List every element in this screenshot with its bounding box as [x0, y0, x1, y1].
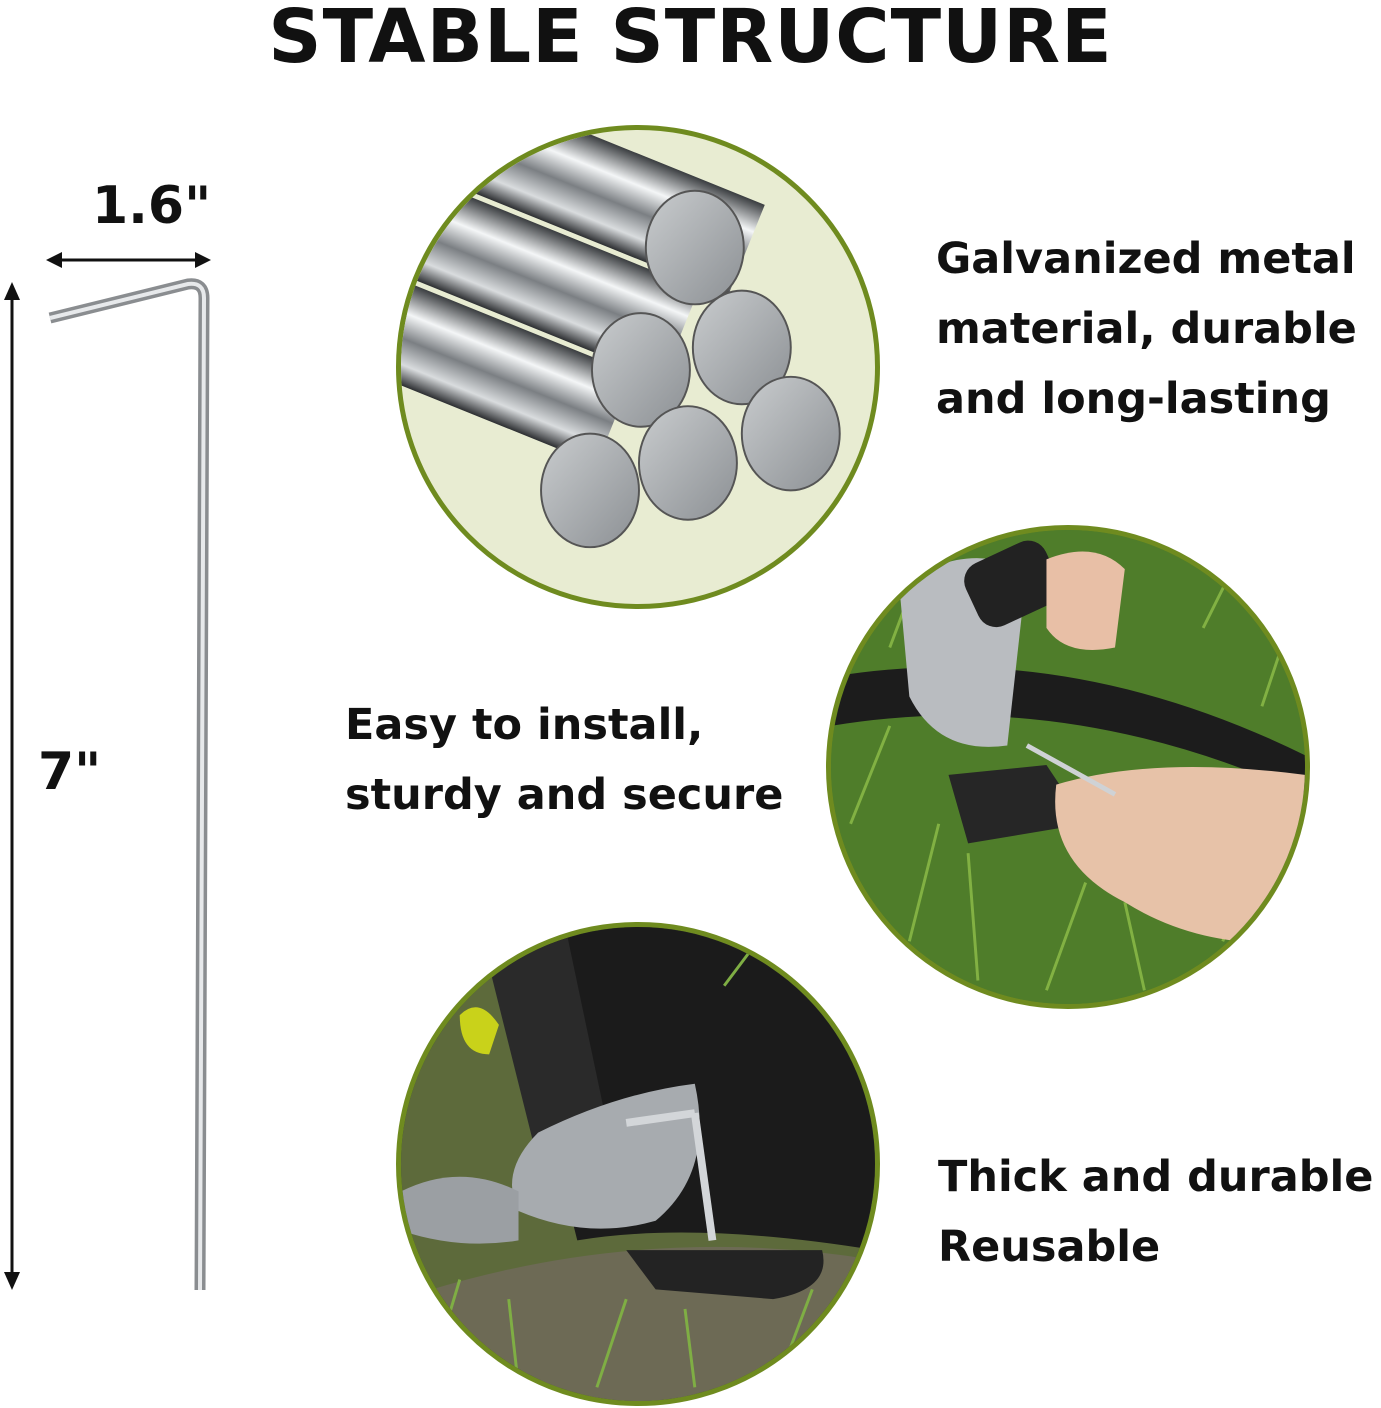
feature-line: and long-lasting — [936, 374, 1331, 424]
feature-text-install: Easy to install, sturdy and secure — [345, 690, 783, 830]
metal-rods-image — [396, 125, 880, 609]
feature-line: Reusable — [938, 1222, 1161, 1272]
arrow-horizontal-icon — [46, 252, 211, 268]
feature-text-galvanized: Galvanized metal material, durable and l… — [936, 224, 1357, 434]
feature-line: Easy to install, — [345, 700, 704, 750]
page-title: STABLE STRUCTURE — [268, 0, 1113, 80]
feature-line: Galvanized metal — [936, 234, 1356, 284]
arrow-vertical-icon — [4, 282, 20, 1290]
feature-line: Thick and durable — [938, 1152, 1374, 1202]
feature-text-durable: Thick and durable Reusable — [938, 1142, 1373, 1282]
height-dimension-label: 7" — [38, 742, 102, 802]
feature-line: material, durable — [936, 304, 1357, 354]
feature-line: sturdy and secure — [345, 770, 784, 820]
install-photo-image — [826, 525, 1310, 1009]
stake-pin-icon — [4, 252, 211, 1291]
width-dimension-label: 1.6" — [92, 176, 212, 236]
hammer-photo-image — [396, 922, 880, 1406]
